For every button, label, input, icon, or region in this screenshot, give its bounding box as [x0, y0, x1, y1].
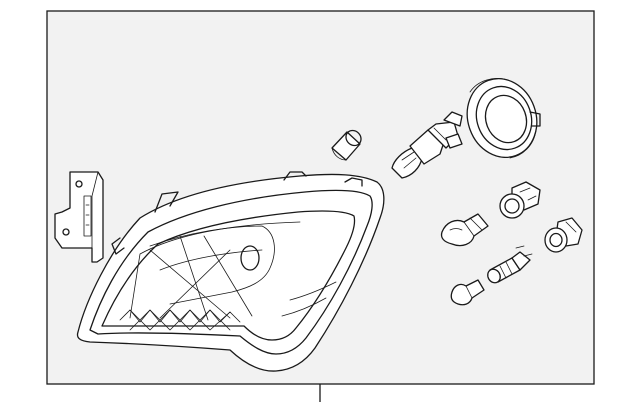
socket-lower[interactable] [544, 217, 583, 253]
headlamp-assembly[interactable] [76, 171, 385, 372]
socket-upper[interactable] [499, 181, 541, 219]
mounting-bracket[interactable] [54, 171, 104, 263]
wedge-bulb-large[interactable] [440, 213, 489, 247]
dust-cover[interactable] [456, 69, 547, 167]
bulb-small[interactable] [485, 245, 533, 285]
headlamp-bulb[interactable] [391, 111, 463, 179]
bulb-cap[interactable] [331, 127, 364, 161]
wedge-bulb-small[interactable] [450, 279, 485, 306]
